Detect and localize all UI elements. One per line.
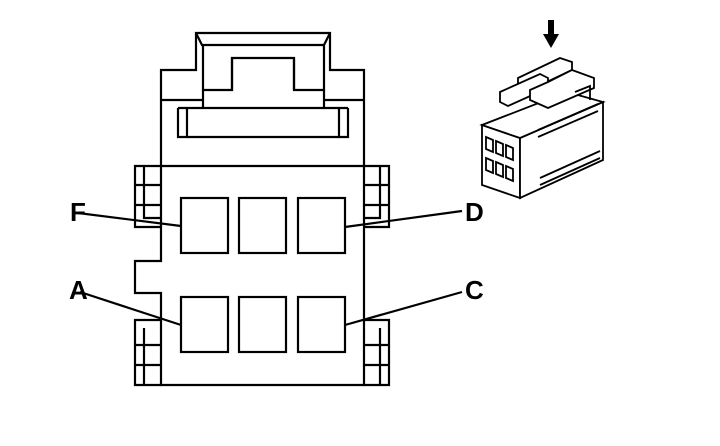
leader-lines	[77, 209, 463, 327]
pin-label-d: D	[465, 197, 484, 227]
pin-cavity-d	[296, 196, 347, 255]
pin-cavities	[179, 196, 347, 354]
pin-cavity-a	[179, 295, 230, 354]
pin-label-f: F	[70, 197, 86, 227]
connector-face-view: F D A C	[69, 31, 484, 387]
arrow-down-icon	[543, 20, 559, 48]
leader-line-f	[77, 211, 182, 228]
leader-line-a	[79, 290, 182, 327]
leader-line-c	[344, 290, 463, 327]
pin-cavity-b	[237, 295, 288, 354]
pin-cavity-c	[296, 295, 347, 354]
connector-inset-view	[479, 20, 606, 200]
connector-latch	[159, 31, 366, 166]
connector-body	[133, 164, 391, 387]
pin-label-c: C	[465, 275, 484, 305]
pin-label-a: A	[69, 275, 88, 305]
pin-cavity-e	[237, 196, 288, 255]
leader-line-d	[344, 209, 463, 229]
pin-cavity-f	[179, 196, 230, 255]
